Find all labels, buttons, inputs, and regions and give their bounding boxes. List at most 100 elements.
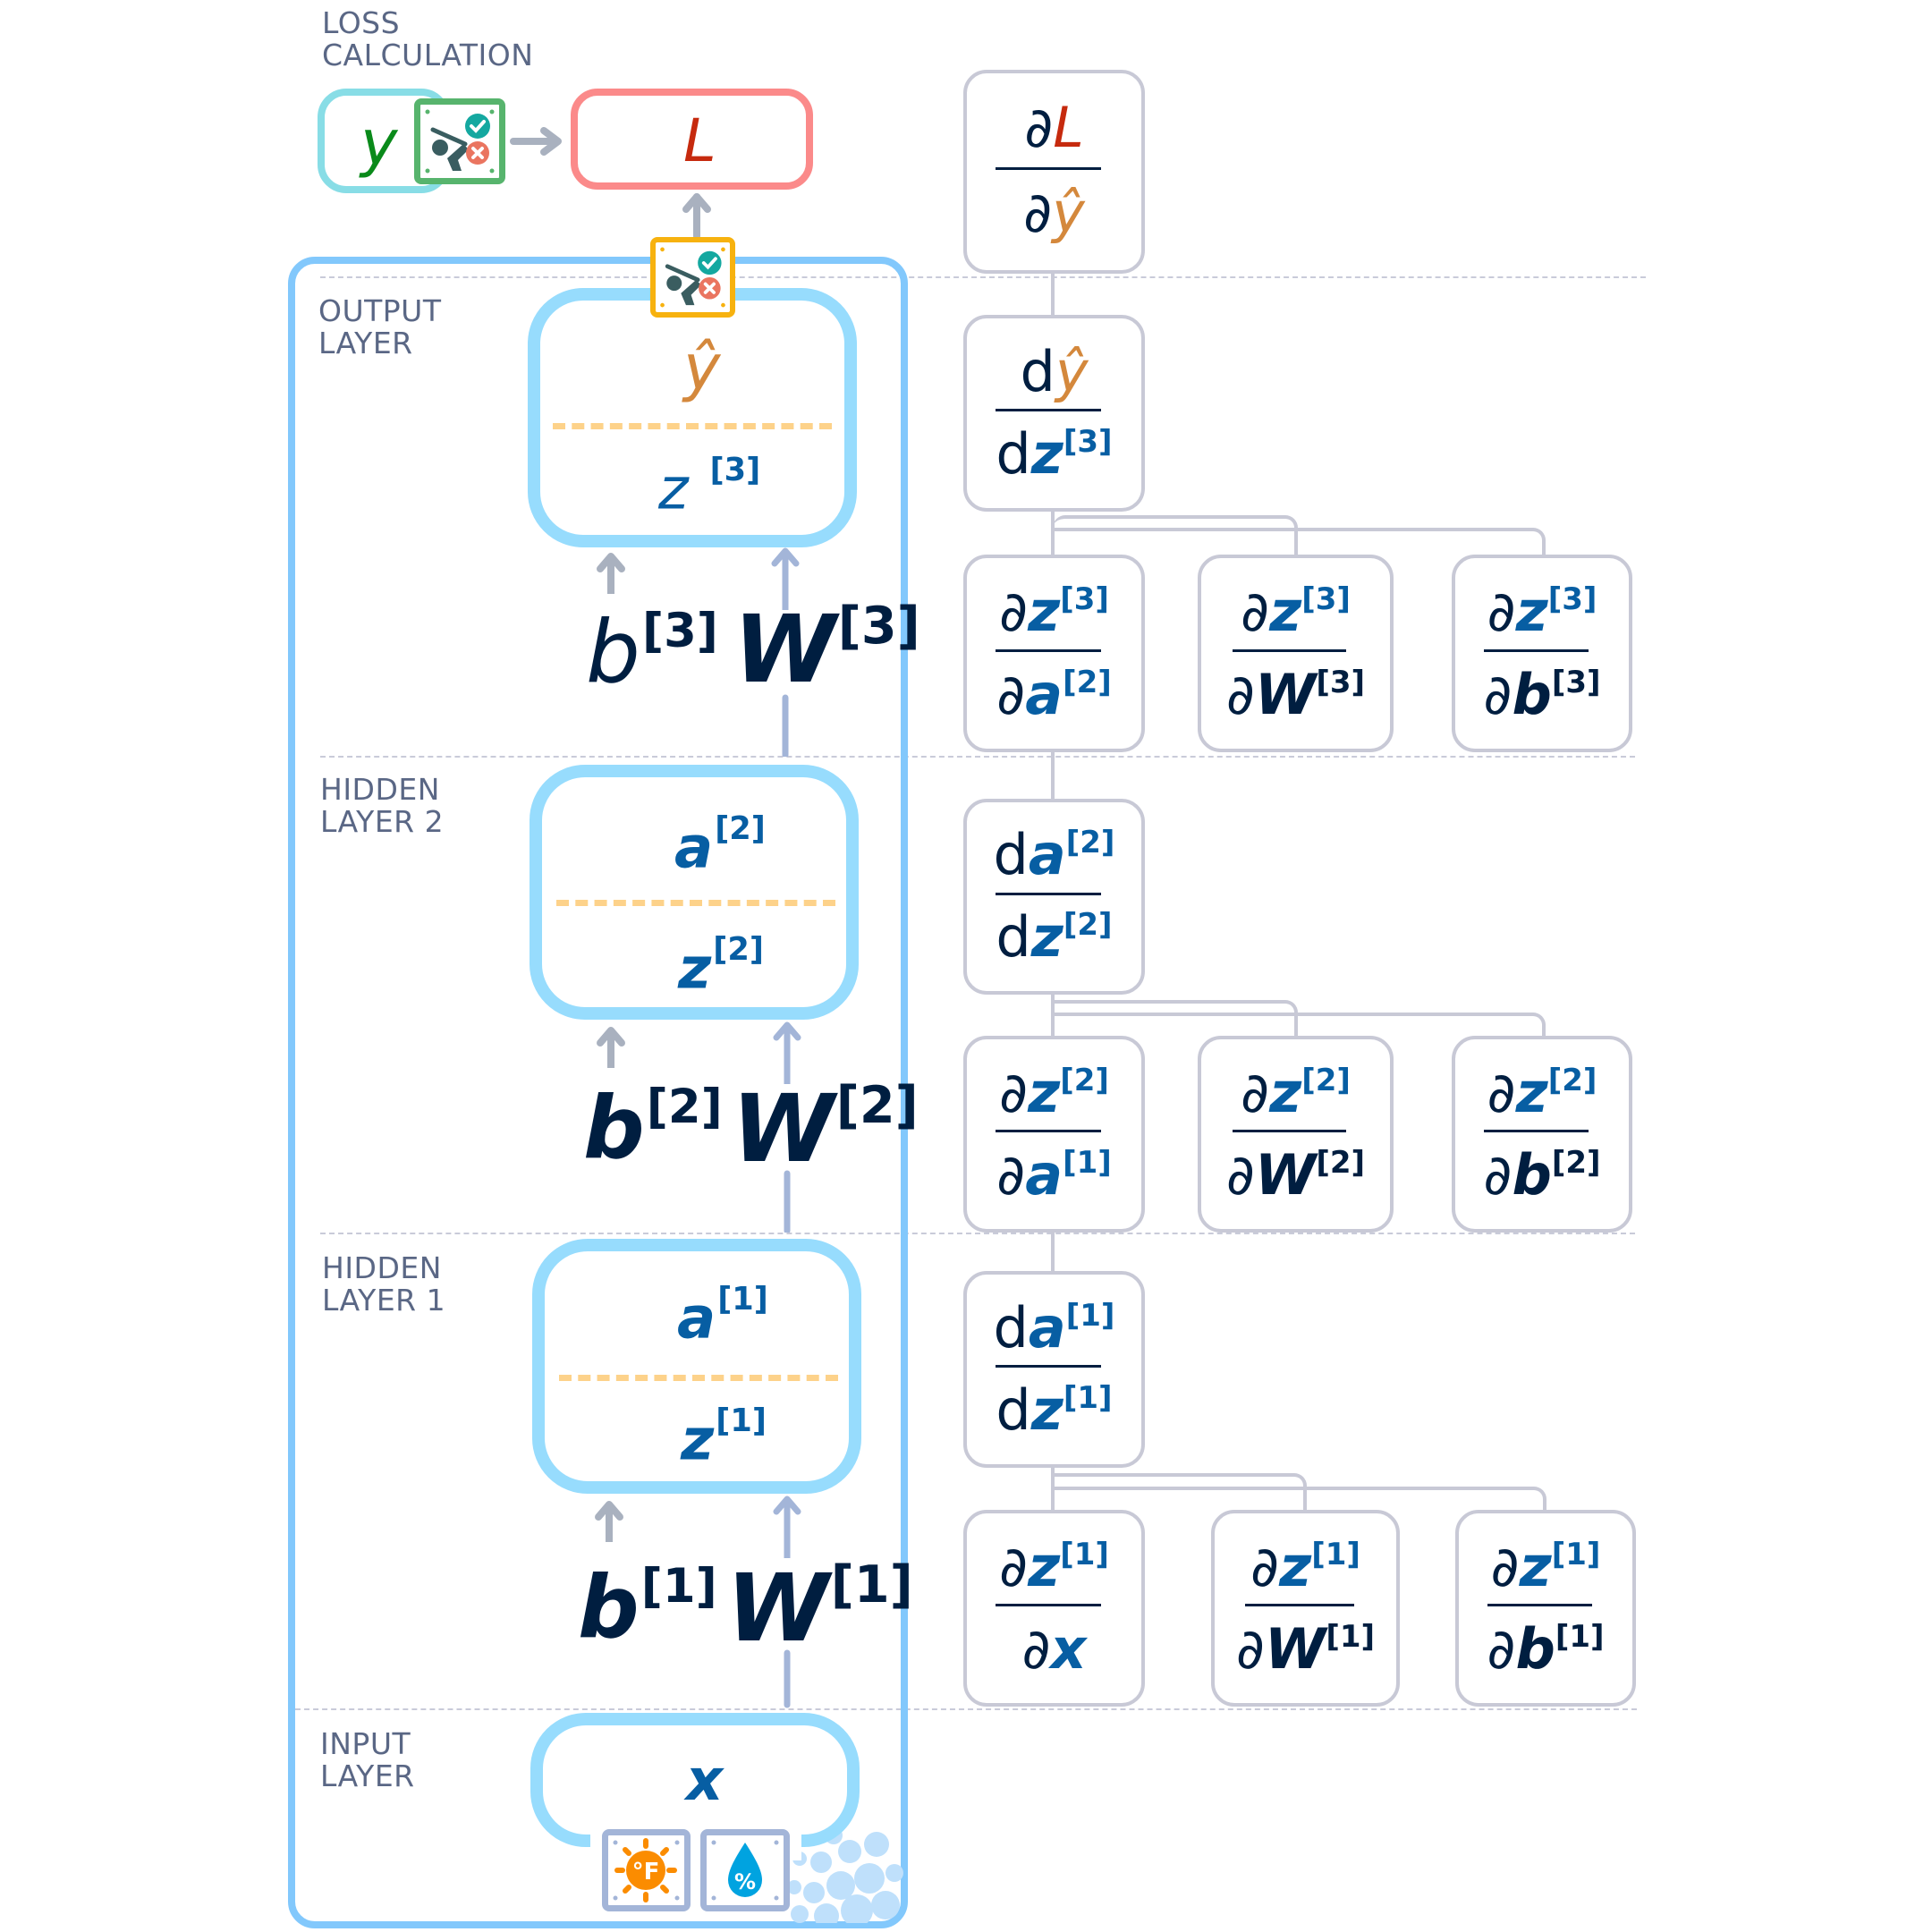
derivative-box-dz2_dW2[interactable]: ∂z[2]∂W[2] [1198, 1036, 1394, 1233]
derivative-denominator: ∂ŷ [967, 185, 1141, 241]
derivative-operator: ∂ [1487, 579, 1516, 644]
derivative-operator: d [993, 1295, 1029, 1360]
derivative-symbol: a [1028, 1295, 1066, 1360]
weight-W3: W[3] [733, 594, 920, 704]
hidden-layer-2-label: HIDDEN LAYER 2 [320, 772, 445, 839]
derivative-superscript: [1] [1311, 1537, 1360, 1572]
fraction-bar [996, 1365, 1101, 1368]
derivative-numerator: ∂z[3] [1201, 584, 1390, 640]
derivative-symbol: z [1028, 1534, 1061, 1599]
derivative-box-dz3_da2[interactable]: ∂z[3]∂a[2] [963, 555, 1145, 752]
derivative-operator: ∂ [1225, 1142, 1255, 1208]
derivative-superscript: [2] [1063, 907, 1113, 943]
activation-divider [556, 900, 835, 906]
derivative-denominator: ∂b[3] [1455, 667, 1629, 723]
fraction-bar [1233, 649, 1346, 652]
derivative-symbol: ŷ [1055, 339, 1089, 404]
derivative-box-da2_dz2[interactable]: da[2]dz[2] [963, 799, 1145, 995]
derivative-denominator: dz[2] [967, 910, 1141, 965]
derivative-numerator: ∂z[2] [967, 1065, 1141, 1121]
loss-box: L [571, 89, 813, 190]
derivative-symbol: W [1264, 1616, 1326, 1682]
derivative-symbol: a [1025, 662, 1063, 727]
hidden-layer-1-node[interactable]: a[1] z[1] [532, 1239, 861, 1494]
derivative-denominator: ∂x [967, 1622, 1141, 1677]
svg-text:°F: °F [632, 1859, 660, 1885]
derivative-symbol: b [1512, 662, 1552, 727]
weight-W1: W[1] [726, 1553, 913, 1663]
derivative-numerator: ∂z[1] [1459, 1539, 1632, 1595]
derivative-symbol: z [1028, 579, 1061, 644]
weight-arrow-icon [773, 1496, 801, 1708]
target-y: y [360, 106, 398, 180]
derivative-box-dz1_dx[interactable]: ∂z[1]∂x [963, 1510, 1145, 1707]
connector [1051, 274, 1055, 315]
derivative-superscript: [1] [1555, 1619, 1605, 1655]
derivative-numerator: ∂z[1] [967, 1539, 1141, 1595]
derivative-superscript: [3] [1301, 581, 1351, 617]
loss-calculation-label: LOSS CALCULATION [322, 5, 534, 72]
derivative-numerator: ∂L [967, 100, 1141, 156]
derivative-superscript: [2] [1551, 1145, 1601, 1181]
bias-b3: b[3] [586, 602, 718, 703]
separator-hidden2 [320, 756, 1635, 758]
fraction-bar [996, 893, 1101, 895]
derivative-box-dz1_dW1[interactable]: ∂z[1]∂W[1] [1211, 1510, 1400, 1707]
derivative-operator: ∂ [1023, 180, 1053, 245]
derivative-operator: ∂ [1241, 1060, 1270, 1125]
derivative-operator: ∂ [996, 662, 1026, 727]
derivative-operator: ∂ [996, 1142, 1026, 1208]
derivative-operator: ∂ [1024, 95, 1054, 160]
hidden-layer-2-node[interactable]: a[2] z[2] [530, 765, 859, 1020]
arrow-right-icon [510, 127, 562, 156]
derivative-superscript: [2] [1547, 1063, 1597, 1098]
fraction-bar [1484, 1130, 1589, 1132]
connector-branch [1053, 1000, 1298, 1041]
derivative-superscript: [2] [1316, 1145, 1366, 1181]
derivative-box-dz2_db2[interactable]: ∂z[2]∂b[2] [1452, 1036, 1632, 1233]
derivative-symbol: z [1269, 579, 1302, 644]
derivative-superscript: [1] [1326, 1619, 1376, 1655]
derivative-box-dz3_dW3[interactable]: ∂z[3] ∂W[3] [1198, 555, 1394, 752]
hidden2-z: z[2] [678, 931, 764, 1003]
derivative-box-dL_dyhat[interactable]: ∂L ∂ŷ [963, 70, 1145, 274]
output-z: z[3] [658, 452, 761, 523]
derivative-superscript: [3] [1316, 665, 1366, 700]
derivative-operator: ∂ [1483, 1142, 1513, 1208]
output-node[interactable]: ŷ z[3] [528, 288, 857, 547]
derivative-operator: d [1020, 339, 1055, 404]
derivative-superscript: [1] [1551, 1537, 1601, 1572]
bias-arrow-icon [597, 1027, 625, 1068]
derivative-box-dz2_da1[interactable]: ∂z[2]∂a[1] [963, 1036, 1145, 1233]
derivative-operator: ∂ [999, 579, 1029, 644]
derivative-operator: ∂ [999, 1534, 1029, 1599]
derivative-operator: ∂ [1250, 1534, 1280, 1599]
derivative-box-dz3_db3[interactable]: ∂z[3]∂b[3] [1452, 555, 1632, 752]
derivative-operator: d [996, 904, 1031, 970]
derivative-symbol: b [1512, 1142, 1552, 1208]
derivative-superscript: [2] [1065, 825, 1115, 860]
activation-divider [559, 1375, 838, 1381]
derivative-symbol: z [1269, 1060, 1302, 1125]
fraction-bar [996, 1604, 1101, 1606]
input-x: x [686, 1748, 724, 1814]
fraction-bar [996, 167, 1101, 170]
derivative-operator: ∂ [1487, 1060, 1516, 1125]
derivative-symbol: W [1254, 662, 1317, 727]
fraction-bar [1233, 1130, 1346, 1132]
network-container [288, 257, 908, 1928]
derivative-superscript: [2] [1060, 1063, 1109, 1098]
derivative-denominator: ∂b[2] [1455, 1148, 1629, 1203]
weight-W2: W[2] [732, 1073, 919, 1183]
golf-prediction-icon [414, 98, 505, 184]
derivative-symbol: z [1030, 904, 1063, 970]
fraction-bar [996, 409, 1101, 411]
derivative-operator: ∂ [1490, 1534, 1520, 1599]
derivative-symbol: x [1050, 1616, 1087, 1682]
derivative-box-da1_dz1[interactable]: da[1]dz[1] [963, 1271, 1145, 1468]
derivative-denominator: ∂W[3] [1201, 667, 1390, 723]
output-yhat: ŷ [683, 331, 721, 404]
derivative-box-dz1_db1[interactable]: ∂z[1]∂b[1] [1455, 1510, 1636, 1707]
